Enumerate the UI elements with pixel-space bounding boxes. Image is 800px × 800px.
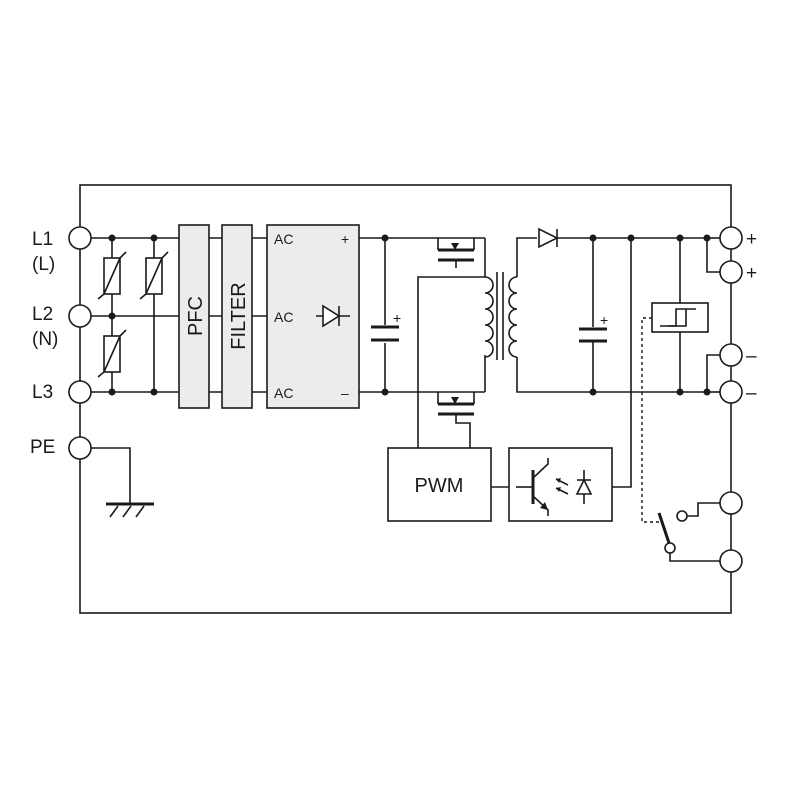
filter-block <box>221 224 253 409</box>
rectifier-ac-mid: AC <box>274 309 293 325</box>
varistor-3 <box>97 329 127 378</box>
junction-dots-input <box>108 234 158 396</box>
terminal-label-out-plus-1: + <box>746 229 757 250</box>
rectifier-diode-icon <box>316 304 350 328</box>
input-capacitor <box>371 325 399 342</box>
output-capacitor <box>579 234 607 396</box>
output-bus-lines <box>703 234 720 396</box>
terminal-l1[interactable] <box>68 226 92 250</box>
terminal-label-out-plus-2: + <box>746 263 757 284</box>
pwm-block <box>387 447 492 522</box>
terminal-label-out-minus-2: – <box>746 383 757 404</box>
varistor-2 <box>139 251 169 300</box>
relay-contact-icon <box>657 502 720 562</box>
terminal-out-plus-2[interactable] <box>719 260 743 284</box>
output-capacitor-plus: + <box>600 312 608 328</box>
filter-label: FILTER <box>228 282 250 349</box>
terminal-pe[interactable] <box>68 436 92 460</box>
pfc-label: PFC <box>185 296 207 336</box>
varistor-1 <box>97 251 127 300</box>
housing-outline <box>79 184 732 614</box>
terminal-label-l2: L2 <box>32 304 53 325</box>
terminal-l3[interactable] <box>68 380 92 404</box>
dc-bus-lines <box>359 234 438 396</box>
terminal-label-l3: L3 <box>32 382 53 403</box>
feedback-line <box>612 234 635 488</box>
input-capacitor-plus: + <box>393 310 401 326</box>
terminal-label-out-minus-1: – <box>746 346 757 367</box>
terminal-out-minus-2[interactable] <box>719 380 743 404</box>
rectifier-minus: – <box>341 385 349 401</box>
terminal-relay-2[interactable] <box>719 549 743 573</box>
rectifier-ac-bot: AC <box>274 385 293 401</box>
terminal-label-l1: L1 <box>32 229 53 250</box>
transformer-icon <box>484 237 707 393</box>
terminal-l2[interactable] <box>68 304 92 328</box>
upper-mosfet-icon <box>417 237 486 448</box>
rectifier-plus: + <box>341 231 349 247</box>
optocoupler-block <box>508 447 613 522</box>
terminal-relay-1[interactable] <box>719 491 743 515</box>
rectifier-ac-top: AC <box>274 231 293 247</box>
dc-ok-monitor <box>641 234 709 523</box>
pwm-label: PWM <box>415 475 464 497</box>
terminal-out-plus-1[interactable] <box>719 226 743 250</box>
terminal-label-l1-alt: (L) <box>32 254 55 275</box>
terminal-label-pe: PE <box>30 437 55 458</box>
terminal-label-l2-alt: (N) <box>32 329 58 350</box>
terminal-out-minus-1[interactable] <box>719 343 743 367</box>
pfc-block <box>178 224 210 409</box>
lower-mosfet-icon <box>437 355 486 448</box>
optocoupler-icon <box>516 458 593 516</box>
earth-ground-symbol <box>91 447 154 518</box>
